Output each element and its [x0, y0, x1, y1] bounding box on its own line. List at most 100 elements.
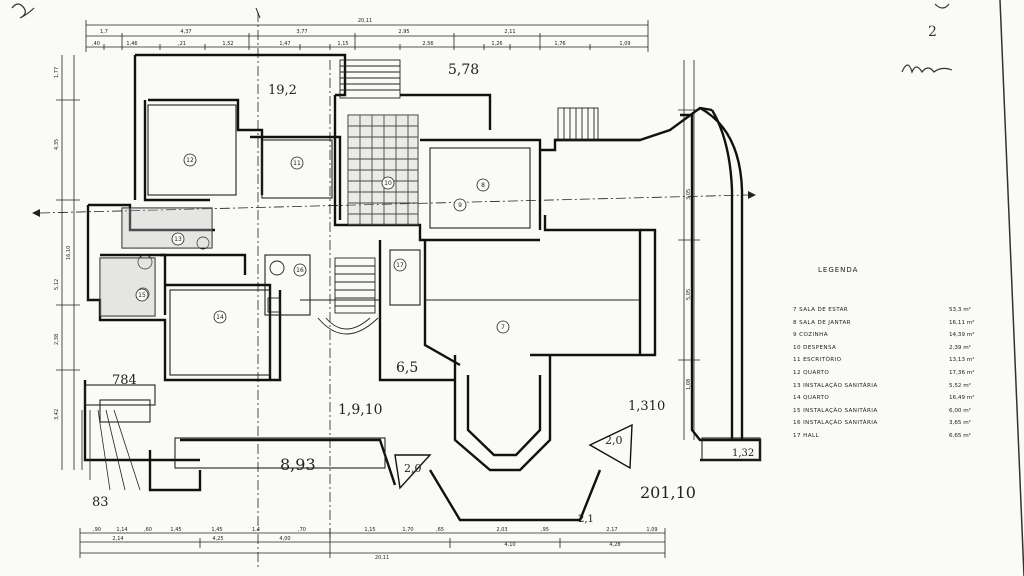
main-stairs: [339, 59, 419, 226]
hand-living-area: 6,5: [396, 360, 418, 376]
left-dimension-lines: [56, 55, 80, 470]
dim-bot-8: ,70: [298, 527, 306, 533]
room-num-13: 13: [174, 236, 182, 243]
top-dimension-text: 20,11 1,7 4,37 3,77 2,95 2,11 ,40 1,46 ,…: [92, 18, 631, 47]
room-num-16: 16: [296, 267, 304, 274]
dim-top-r2-4: 1,52: [222, 41, 233, 47]
page-mark: 2: [928, 24, 937, 40]
dim-left-2: 4,35: [54, 139, 60, 150]
dim-bot-9: 1,15: [364, 527, 375, 533]
dim-left-1: 1,77: [54, 67, 60, 78]
dim-bot-r2-1: 2,14: [112, 536, 123, 542]
dim-top-r2-8: 1,26: [491, 41, 502, 47]
room-num-10: 10: [384, 180, 392, 187]
dim-bot-1: ,90: [93, 527, 101, 533]
hand-hall-area: 1,9,10: [338, 402, 383, 418]
section-markers: [32, 7, 756, 217]
corner-signature-icon: [11, 3, 953, 74]
bottom-dimension-lines: [79, 528, 666, 558]
dim-bot-15: 1,09: [646, 527, 657, 533]
paper-edge: [999, 0, 1024, 576]
room-num-12: 12: [186, 157, 194, 164]
room-num-9: 9: [458, 202, 462, 209]
dim-top-r2-5: 1,47: [279, 41, 290, 47]
dim-bot-r2-4: 4,10: [504, 542, 515, 548]
room-number-circles: 12 11 8 10 13 14 15 16 17 9 7: [135, 153, 510, 334]
dim-top-1: 1,7: [100, 29, 108, 35]
hand-bay-left: 2,0: [404, 462, 422, 475]
dim-top-2: 4,37: [180, 29, 191, 35]
dim-left-4: 5,12: [54, 279, 60, 290]
dim-top-r2-3: ,21: [178, 41, 186, 47]
hand-room-area: 19,2: [268, 83, 297, 98]
tiled-floor-hatching: [100, 115, 418, 316]
legend-title: LEGENDA: [818, 266, 859, 274]
dim-bot-6: 1,4: [252, 527, 260, 533]
dim-bot-r2-2: 4,25: [212, 536, 223, 542]
room-num-8: 8: [481, 182, 485, 189]
dim-bot-r2-5: 4,28: [609, 542, 620, 548]
bottom-dimension-text: ,90 1,14 ,60 1,45 1,45 1,4 ,70 1,15 1,70…: [93, 527, 658, 561]
vertical-dimension-text: 1,77 4,35 16,10 5,12 2,38 3,42 3,05 5,05…: [54, 67, 692, 420]
hand-right-mid: 1,310: [628, 399, 665, 414]
dim-top-4: 2,95: [398, 29, 409, 35]
bay-pillars: [394, 423, 633, 490]
left-steps: [81, 409, 141, 491]
room-num-14: 14: [216, 314, 224, 321]
top-dimension-lines: [85, 20, 649, 52]
dim-bottom-total: 20,11: [375, 555, 389, 561]
room-num-15: 15: [138, 292, 146, 299]
dim-top-r2-6: 1,15: [337, 41, 348, 47]
dim-bot-4: 1,45: [170, 527, 181, 533]
dim-bot-14: 2,17: [606, 527, 617, 533]
room-num-11: 11: [293, 160, 301, 167]
dim-top-total: 20,11: [358, 18, 372, 24]
dim-left-5: 2,38: [54, 334, 60, 345]
dim-bot-5: 1,45: [211, 527, 222, 533]
dim-bot-r2-3: 4,00: [279, 536, 290, 542]
dim-top-r2-2: 1,46: [126, 41, 137, 47]
hand-left-area: 784: [112, 373, 137, 388]
dim-top-r2-9: 1,76: [554, 41, 565, 47]
hand-top-area: 5,78: [448, 62, 479, 78]
handwritten-annotations: 5,78 19,2 6,5 1,9,10 201,10 8,93 83 784 …: [92, 62, 754, 525]
dim-right-3: 1,08: [686, 379, 692, 390]
dim-bot-10: 1,70: [402, 527, 413, 533]
dim-bot-13: ,95: [541, 527, 549, 533]
room-num-17: 17: [396, 262, 404, 269]
dim-top-r2-7: 2,56: [422, 41, 433, 47]
hand-total-area: 201,10: [640, 483, 696, 502]
dim-bot-12: 2,03: [496, 527, 507, 533]
dim-right-2: 5,05: [686, 289, 692, 300]
dim-bot-2: 1,14: [116, 527, 127, 533]
hand-lower-left: 83: [92, 495, 109, 510]
hand-terrace-area: 8,93: [280, 455, 316, 474]
spiral-stair: [317, 257, 379, 335]
dim-bot-3: ,60: [144, 527, 152, 533]
dim-top-r2-1: ,40: [92, 41, 100, 47]
dim-top-5: 2,11: [504, 29, 515, 35]
dim-top-3: 3,77: [296, 29, 307, 35]
dim-bot-11: ,65: [436, 527, 444, 533]
dim-left-3: 16,10: [66, 246, 72, 260]
dim-top-r2-10: 1,09: [619, 41, 630, 47]
interior-walls: [84, 104, 761, 469]
room-num-7: 7: [501, 324, 505, 331]
dim-right-1: 3,05: [686, 189, 692, 200]
garden-steps: [557, 107, 599, 141]
hand-bottom-misc: 2,1: [578, 514, 594, 525]
